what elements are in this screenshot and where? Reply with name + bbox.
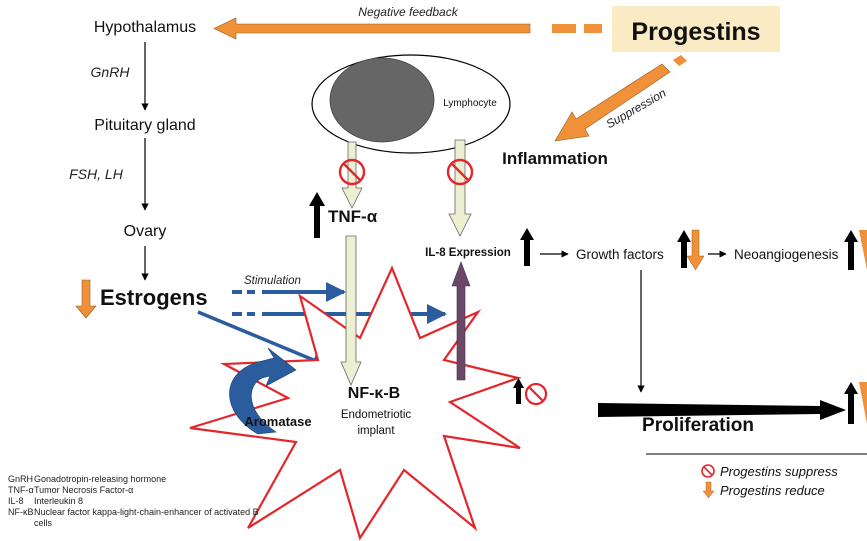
stimulation-dash — [232, 290, 242, 294]
il8-release-arrow — [448, 139, 472, 237]
abbreviation-key: GnRH — [8, 474, 34, 484]
suppression-arrow — [554, 63, 671, 142]
lymphocyte-label: Lymphocyte — [443, 98, 497, 109]
nfkb-label: NF-κ-B — [348, 385, 400, 402]
negative-feedback-dash — [552, 24, 576, 33]
stimulation-dash — [247, 312, 255, 316]
abbreviation-value: Interleukin 8 — [34, 496, 84, 506]
abbreviation-row: NF-κB Nuclear factor kappa-light-chain-e… — [8, 507, 264, 529]
negative-feedback-dash — [584, 24, 602, 33]
abbreviation-row: TNF-α Tumor Necrosis Factor-α — [8, 485, 264, 496]
black-up-arrow-icon — [844, 230, 858, 270]
tnf-release-arrow — [341, 141, 363, 209]
abbreviation-value: Gonadotropin-releasing hormone — [34, 474, 167, 484]
gnrh-label: GnRH — [91, 64, 131, 80]
lymphocyte-nucleus — [329, 57, 435, 143]
proliferation-arrow — [598, 400, 846, 420]
abbreviation-key: NF-κB — [8, 507, 34, 517]
black-up-arrow-icon — [309, 192, 325, 238]
pituitary-label: Pituitary gland — [94, 117, 195, 134]
tnf-label: TNF-α — [328, 207, 378, 226]
abbreviation-row: IL-8 Interleukin 8 — [8, 496, 264, 507]
abbreviation-key: IL-8 — [8, 496, 24, 506]
abbreviation-value: Nuclear factor kappa-light-chain-enhance… — [34, 507, 259, 528]
neoangiogenesis-label: Neoangiogenesis — [734, 247, 839, 262]
legend-reduce-label: Progestins reduce — [720, 483, 825, 498]
abbreviation-key: TNF-α — [8, 485, 34, 495]
implant-line1: Endometriotic — [341, 409, 412, 421]
aromatase-curved-arrow — [229, 347, 297, 435]
negative-feedback-label: Negative feedback — [358, 5, 458, 19]
orange-down-arrow-icon — [686, 229, 705, 271]
orange-down-arrow-icon — [859, 382, 867, 424]
fsh-lh-label: FSH, LH — [69, 166, 124, 182]
orange-down-arrow-icon — [859, 230, 867, 270]
proliferation-label: Proliferation — [642, 415, 754, 436]
no-symbol-icon — [446, 158, 474, 186]
suppression-dash — [673, 55, 687, 66]
negative-feedback-arrow — [213, 17, 531, 40]
black-up-arrow-icon — [677, 230, 691, 268]
abbreviation-value: Tumor Necrosis Factor-α — [34, 485, 134, 495]
aromatase-label: Aromatase — [244, 414, 311, 429]
no-symbol-icon — [338, 158, 366, 186]
growth-factors-label: Growth factors — [576, 247, 664, 262]
black-up-arrow-icon — [844, 382, 858, 424]
no-symbol-icon — [701, 464, 715, 478]
progestins-box — [612, 6, 780, 52]
implant-line2: implant — [357, 425, 395, 437]
estrogens-down-arrow-icon — [75, 279, 97, 319]
estrogens-label: Estrogens — [100, 285, 208, 310]
legend-suppress-label: Progestins suppress — [720, 464, 838, 479]
stimulation-label: Stimulation — [244, 275, 301, 287]
il8-label: IL-8 Expression — [425, 247, 511, 259]
estrogens-to-implant-arrow — [197, 310, 330, 369]
inflammation-label: Inflammation — [502, 149, 608, 168]
no-symbol-icon — [524, 382, 548, 406]
abbreviation-row: GnRH Gonadotropin-releasing hormone — [8, 474, 264, 485]
stimulation-dash — [232, 312, 242, 316]
black-up-arrow-icon — [513, 378, 524, 404]
tnf-to-implant-arrow — [340, 235, 362, 387]
ovary-label: Ovary — [124, 223, 167, 240]
orange-down-arrow-icon — [702, 481, 715, 499]
stimulation-dash — [247, 290, 255, 294]
black-up-arrow-icon — [520, 228, 534, 266]
abbreviations-legend: GnRH Gonadotropin-releasing hormone TNF-… — [8, 474, 264, 529]
progestins-label: Progestins — [631, 18, 760, 46]
implant-to-il8-arrow — [451, 261, 471, 381]
hypothalamus-label: Hypothalamus — [94, 19, 196, 36]
endometriotic-implant-star — [189, 265, 522, 541]
